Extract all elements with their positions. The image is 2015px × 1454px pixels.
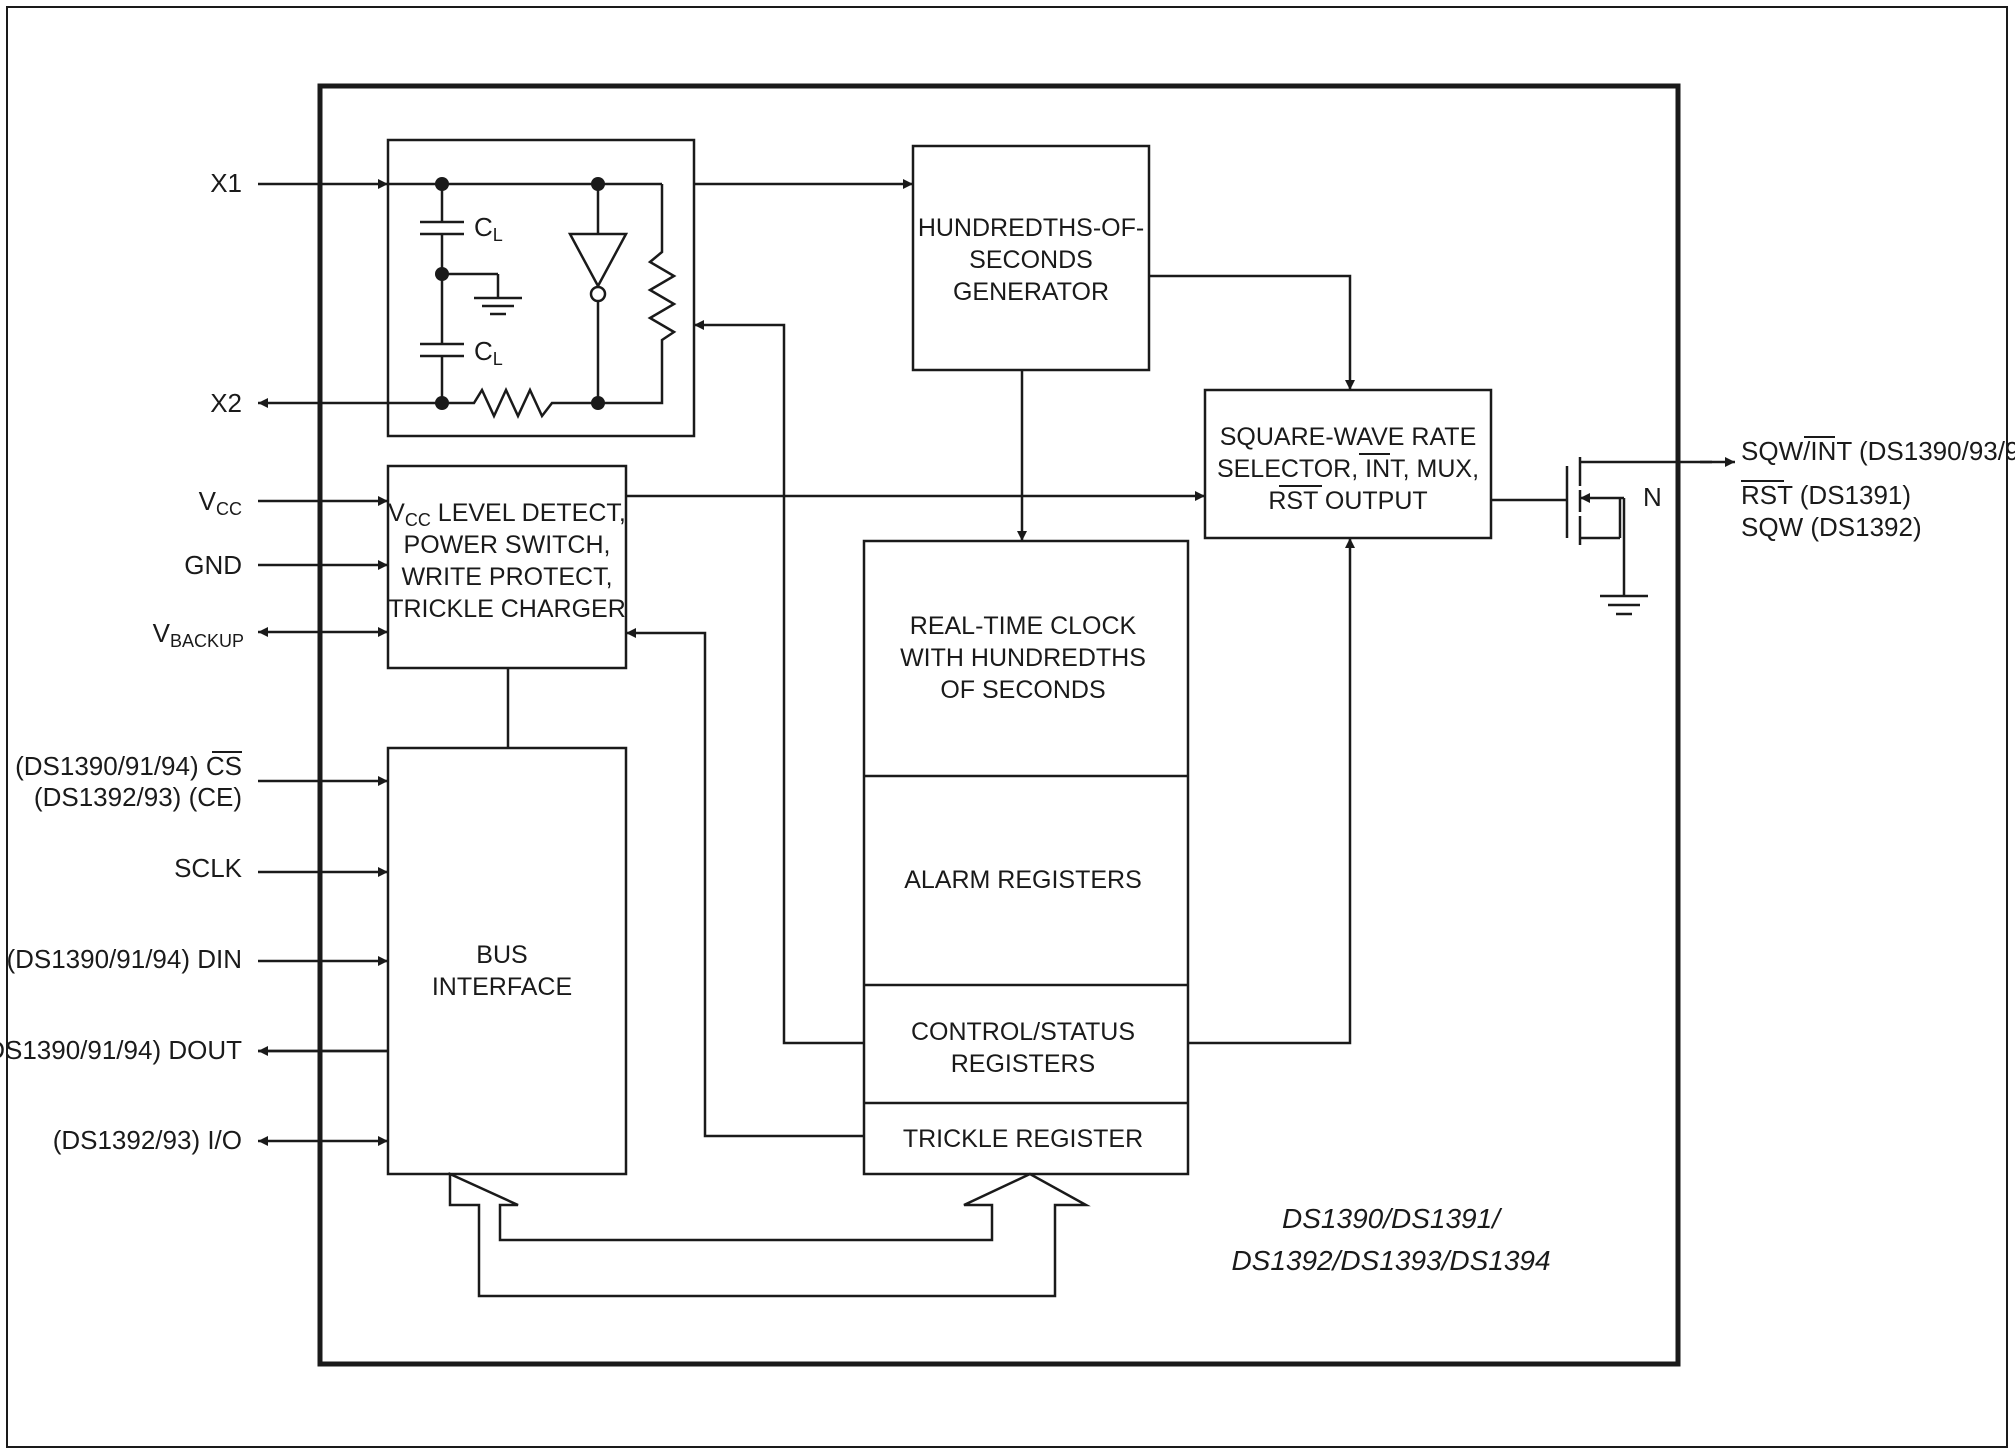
cap-label-top-sub: L (493, 225, 503, 245)
rtc-line-2: WITH HUNDREDTHS (900, 644, 1146, 672)
rtc-line-1: REAL-TIME CLOCK (910, 612, 1137, 640)
pin-vcc: VCC (199, 486, 242, 519)
pin-vcc-sub: CC (216, 499, 242, 519)
square-wave-line-3: RST OUTPUT (1268, 487, 1427, 515)
bus-interface-line-2: INTERFACE (432, 973, 572, 1001)
output-int-text: INT (1810, 436, 1852, 466)
control-to-oscillator (694, 320, 864, 1045)
control-status-line-2: REGISTERS (951, 1050, 1095, 1078)
pin-vbackup-sub: BACKUP (170, 631, 244, 651)
output-sqw-int: SQW/INT (DS1390/93/94) (1741, 436, 2015, 466)
pin-x2: X2 (210, 388, 242, 418)
pin-dout: (DS1390/91/94) DOUT (0, 1035, 242, 1065)
square-wave-line-3-b: OUTPUT (1318, 487, 1428, 515)
cap-label-bottom: CL (474, 336, 503, 369)
output-transistor (1491, 457, 1712, 616)
output-sqw-int-a: SQW/ (1741, 436, 1811, 466)
output-rst-b: (DS1391) (1793, 480, 1912, 510)
hundredths-line-2: SECONDS (969, 246, 1093, 274)
vcc-detect-line-3: WRITE PROTECT, (401, 563, 612, 591)
trickle-to-vcc-detect (626, 628, 864, 1138)
vcc-detect-line-1-main: V (388, 499, 405, 527)
part-numbers-line-1: DS1390/DS1391/ (1282, 1203, 1503, 1234)
output-rst-text: RST (1741, 480, 1793, 510)
cap-label-top: CL (474, 212, 503, 245)
pin-cs: (DS1390/91/94) CS (15, 751, 242, 781)
vcc-detect-line-4: TRICKLE CHARGER (388, 595, 626, 623)
output-rst: RST (DS1391) (1741, 480, 1911, 510)
oscillator-block: CL CL (386, 138, 696, 438)
transistor-type-label: N (1643, 482, 1662, 512)
vcc-detect-line-1: VCC LEVEL DETECT, (388, 499, 626, 530)
hundredths-generator-block (911, 144, 1151, 372)
page-frame (6, 6, 2008, 1448)
trickle-register-label: TRICKLE REGISTER (903, 1125, 1143, 1153)
pin-cs-signal: CS (206, 751, 242, 781)
alarm-registers-label: ALARM REGISTERS (904, 866, 1142, 894)
cap-label-top-main: C (474, 212, 493, 242)
square-wave-line-2-a: SELECTOR, (1217, 455, 1365, 483)
pin-din: (DS1390/91/94) DIN (6, 944, 242, 974)
vcc-level-detect-block (386, 464, 628, 670)
pin-vbackup-main: V (153, 618, 171, 648)
pin-cs-prefix: (DS1390/91/94) (15, 751, 206, 781)
vcc-detect-line-2: POWER SWITCH, (404, 531, 611, 559)
control-to-square-wave (1188, 538, 1355, 1045)
square-wave-int-text: INT (1365, 455, 1405, 483)
pin-ce: (DS1392/93) (CE) (34, 782, 242, 812)
pin-x1: X1 (210, 168, 242, 198)
square-wave-line-2-c: , MUX, (1403, 455, 1479, 483)
square-wave-line-2: SELECTOR, INT, MUX, (1217, 455, 1479, 483)
output-sqw-int-c: (DS1390/93/94) (1852, 436, 2015, 466)
pin-vbackup: VBACKUP (153, 618, 244, 651)
register-stack (862, 539, 1190, 1176)
bus-interface-block (386, 746, 628, 1176)
hundredths-line-1: HUNDREDTHS-OF- (918, 214, 1144, 242)
vcc-detect-line-1-sub: CC (405, 510, 431, 530)
cap-label-bottom-main: C (474, 336, 493, 366)
rtc-line-3: OF SECONDS (940, 676, 1105, 704)
pin-sclk: SCLK (174, 853, 243, 883)
pin-gnd: GND (184, 550, 242, 580)
hundredths-line-3: GENERATOR (953, 278, 1109, 306)
control-status-line-1: CONTROL/STATUS (911, 1018, 1135, 1046)
internal-data-bus (448, 1172, 1091, 1298)
part-numbers-line-2: DS1392/DS1393/DS1394 (1231, 1245, 1550, 1276)
hundredths-to-square-wave (1149, 274, 1355, 390)
vcc-detect-line-1-rest: LEVEL DETECT, (431, 499, 626, 527)
square-wave-rst-text: RST (1268, 487, 1318, 515)
cap-label-bottom-sub: L (493, 349, 503, 369)
square-wave-line-1: SQUARE-WAVE RATE (1220, 423, 1477, 451)
bus-interface-line-1: BUS (476, 941, 527, 969)
chip-boundary (317, 83, 1681, 1367)
pin-vcc-main: V (199, 486, 217, 516)
output-sqw: SQW (DS1392) (1741, 512, 1922, 542)
pin-io: (DS1392/93) I/O (53, 1125, 242, 1155)
